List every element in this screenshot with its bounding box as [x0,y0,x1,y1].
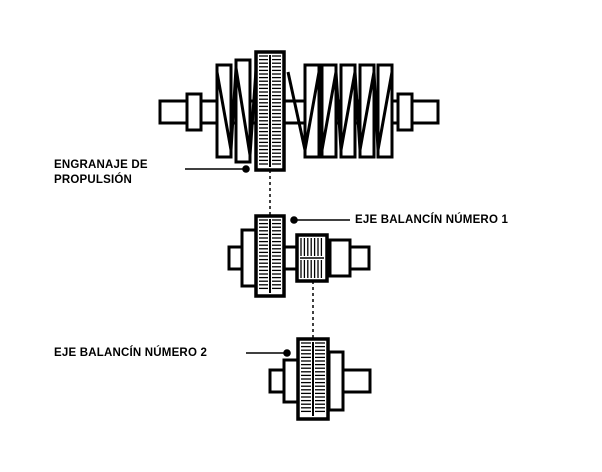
balance-shaft-1-collar [240,228,258,288]
balance-shaft-1-hub [328,238,352,278]
left-collar [185,92,203,132]
balance-shaft-1-gear [254,214,286,298]
right-spring [286,71,394,151]
balance-shaft-2-collar-left [282,358,300,404]
mesh-lines [269,170,314,339]
label-balance-shaft-2: EJE BALANCÍN NÚMERO 2 [54,347,208,359]
label-drive-gear-line1: ENGRANAJE DE [54,159,148,171]
leaders [185,165,350,357]
balance-shaft-2-collar-right [327,350,345,412]
drive-gear [254,50,286,172]
leader-dot-balance-shaft-1 [290,216,298,224]
label-drive-gear: ENGRANAJE DE PROPULSIÓN [54,158,148,188]
main-shaft-assembly [158,58,440,164]
label-balance-shaft-1: EJE BALANCÍN NÚMERO 1 [355,214,509,226]
left-spring [215,67,258,156]
balance-shaft-1-driven-gear [295,233,329,283]
right-collar [396,92,414,132]
leader-dot-drive-gear [242,165,250,173]
main-shaft-springs [215,67,394,156]
label-drive-gear-line2: PROPULSIÓN [54,174,133,186]
balance-shaft-2-gear [296,337,330,421]
leader-dot-balance-shaft-2 [283,349,291,357]
